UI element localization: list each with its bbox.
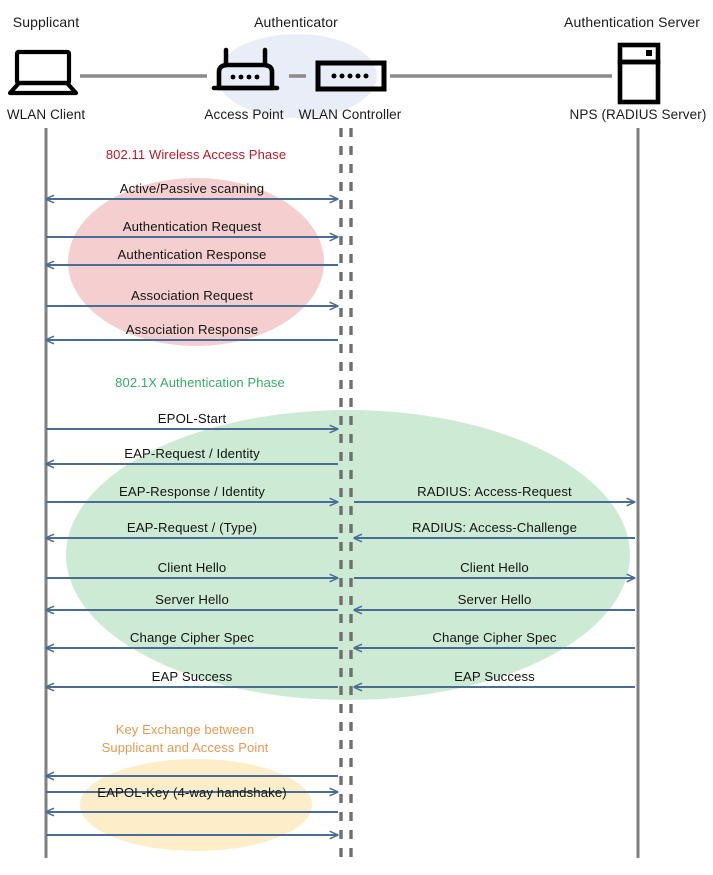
msg-eap-response-identity-label: EAP-Response / Identity	[119, 484, 265, 499]
laptop-icon	[7, 49, 79, 96]
msg-active-passive-scanning-label: Active/Passive scanning	[119, 181, 265, 196]
msg-eapol-start-label: EPOL-Start	[157, 411, 227, 426]
phase-wireless-access-label: 802.11 Wireless Access Phase	[105, 147, 287, 162]
msg-radius-access-request-label: RADIUS: Access-Request	[417, 484, 572, 499]
msg-eap-request-type-label: EAP-Request / (Type)	[126, 520, 258, 535]
wlan-controller-icon	[315, 60, 387, 92]
access-point-icon	[211, 47, 280, 91]
node-access-point-label: Access Point	[204, 107, 284, 122]
phase-ellipses	[66, 178, 630, 851]
role-authenticator-title: Authenticator	[254, 14, 338, 30]
msg-server-hello-left-label: Server Hello	[155, 592, 229, 607]
phase-8021x-authentication-label: 802.1X Authentication Phase	[115, 375, 285, 390]
server-icon	[617, 42, 661, 105]
phase-wireless-access-ellipse	[68, 178, 324, 346]
msg-client-hello-right-label: Client Hello	[460, 560, 529, 575]
phase-key-exchange-ellipse	[80, 759, 312, 851]
msg-radius-access-challenge-label: RADIUS: Access-Challenge	[411, 520, 578, 535]
msg-authentication-response-label: Authentication Response	[117, 247, 267, 262]
msg-eap-request-identity-label: EAP-Request / Identity	[124, 446, 260, 461]
msg-eap-success-left-label: EAP Success	[151, 669, 233, 684]
node-wlan-client-label: WLAN Client	[6, 107, 86, 122]
msg-authentication-request-label: Authentication Request	[122, 219, 262, 234]
msg-association-request-label: Association Request	[130, 288, 254, 303]
message-arrows	[46, 199, 635, 835]
msg-client-hello-left-label: Client Hello	[157, 560, 227, 575]
node-nps-label: NPS (RADIUS Server)	[569, 107, 707, 122]
msg-change-cipher-spec-right-label: Change Cipher Spec	[432, 630, 557, 645]
msg-server-hello-right-label: Server Hello	[457, 592, 532, 607]
msg-change-cipher-spec-left-label: Change Cipher Spec	[129, 630, 255, 645]
msg-eap-success-right-label: EAP Success	[454, 669, 535, 684]
role-supplicant-title: Supplicant	[12, 14, 80, 30]
phase-8021x-ellipse	[66, 410, 630, 700]
msg-association-response-label: Association Response	[125, 322, 259, 337]
role-authentication-server-title: Authentication Server	[564, 14, 700, 30]
msg-key-exchange-2-label: EAPOL-Key (4-way handshake)	[97, 785, 287, 800]
node-wlan-controller-label: WLAN Controller	[298, 107, 402, 122]
